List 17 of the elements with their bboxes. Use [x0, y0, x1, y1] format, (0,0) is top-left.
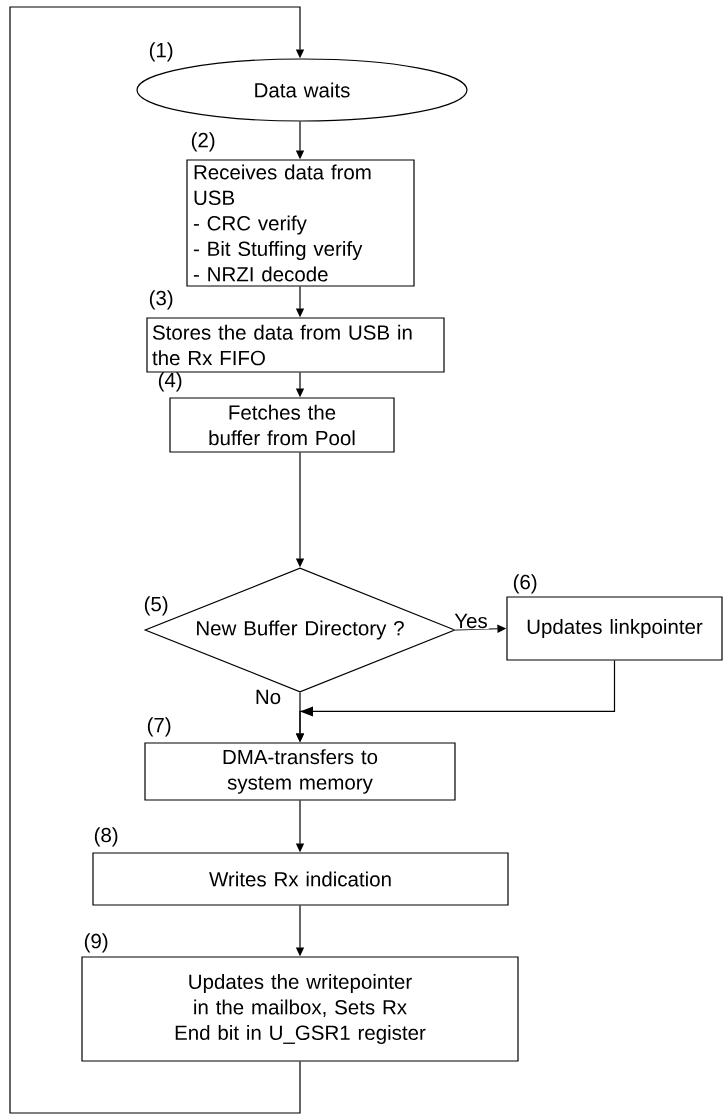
step-number: (8) [94, 827, 118, 847]
process-box: Updates the writepointer in the mailbox, Sets Rx End bit in U_GSR1 register [81, 956, 519, 1062]
step-number: (7) [147, 717, 171, 737]
edge-label: Yes [453, 612, 489, 630]
process-box: Fetches the buffer from Pool [169, 397, 395, 453]
step-number: (3) [149, 290, 173, 310]
process-box: Stores the data from USB in the Rx FIFO [146, 317, 445, 373]
process-box: DMA-transfers to system memory [144, 742, 456, 801]
arrow [9, 6, 305, 1114]
step-number: (2) [191, 132, 215, 152]
process-box: Writes Rx indication [92, 852, 509, 906]
step-number: (5) [144, 596, 168, 616]
step-number: (9) [84, 933, 108, 953]
process-box: Receives data from USB - CRC verify - Bit Stuffing verify - NRZI decode [186, 159, 415, 287]
step-number: (6) [513, 574, 537, 594]
process-box: Updates linkpointer [506, 596, 723, 661]
step-number: (4) [158, 372, 182, 392]
